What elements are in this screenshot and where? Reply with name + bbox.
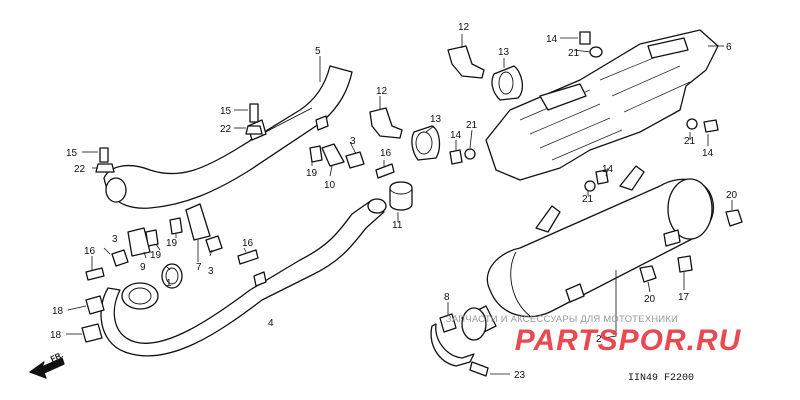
leader-lines [66, 34, 733, 375]
callout-2: 2 [596, 334, 602, 345]
stay-12-lower [369, 107, 403, 139]
front-direction-arrow: FR. [29, 350, 65, 379]
callout-11: 11 [392, 220, 403, 231]
callout-numbers: 5 15 22 15 22 12 12 13 13 14 21 6 21 14 … [50, 22, 738, 381]
callout-14: 14 [546, 34, 558, 45]
callout-7: 7 [196, 262, 202, 273]
watermark-logo: PARTSPOR.RU [515, 324, 742, 357]
callout-16: 16 [242, 238, 254, 249]
callout-15: 15 [66, 148, 78, 159]
joint-rubber-13-lower [411, 125, 441, 161]
upper-exhaust-pipe [103, 65, 353, 209]
heat-protector [485, 29, 719, 181]
callout-4: 4 [268, 318, 274, 329]
callout-9: 9 [140, 262, 146, 273]
callout-19: 19 [150, 250, 162, 261]
callout-12: 12 [458, 22, 470, 33]
callout-20: 20 [644, 294, 656, 305]
callout-14: 14 [602, 164, 614, 175]
callout-12: 12 [376, 86, 388, 97]
callout-14: 14 [702, 148, 714, 159]
watermark-caption: ЗАПЧАСТИ И АКСЕССУАРЫ ДЛЯ МОТОТЕХНИКИ [446, 314, 678, 325]
callout-21: 21 [466, 120, 478, 131]
callout-8: 8 [444, 292, 450, 303]
callout-3: 3 [350, 136, 356, 147]
hardware-bolts [81, 31, 743, 377]
callout-21: 21 [684, 136, 696, 147]
callout-10: 10 [324, 180, 336, 191]
callout-16: 16 [84, 246, 96, 257]
callout-3: 3 [208, 266, 214, 277]
callout-22: 22 [220, 124, 232, 135]
callout-5: 5 [315, 46, 321, 57]
callout-21: 21 [582, 194, 594, 205]
gasket-1 [161, 263, 183, 289]
callout-20: 20 [726, 190, 738, 201]
callout-14: 14 [450, 130, 462, 141]
lower-exhaust-pipe [100, 198, 387, 357]
stay-12-upper [447, 45, 485, 79]
watermark: ЗАПЧАСТИ И АКСЕССУАРЫ ДЛЯ МОТОТЕХНИКИ PA… [446, 314, 742, 357]
muffler [461, 165, 715, 341]
callout-15: 15 [220, 106, 232, 117]
joint-rubber-13-upper [491, 65, 524, 101]
callout-3: 3 [112, 234, 118, 245]
callout-19: 19 [306, 168, 318, 179]
callout-1: 1 [166, 278, 172, 289]
callout-19: 19 [166, 238, 178, 249]
callout-23: 23 [514, 370, 526, 381]
gasket-11 [389, 181, 413, 211]
callout-13: 13 [430, 114, 442, 125]
diagram-code: IIN49 F2200 [628, 373, 694, 384]
callout-13: 13 [498, 47, 510, 58]
callout-17: 17 [678, 292, 690, 303]
callout-21: 21 [568, 48, 580, 59]
callout-22: 22 [74, 164, 86, 175]
callout-6: 6 [726, 42, 732, 53]
callout-18: 18 [50, 330, 62, 341]
callout-16: 16 [380, 148, 392, 159]
callout-18: 18 [52, 306, 64, 317]
